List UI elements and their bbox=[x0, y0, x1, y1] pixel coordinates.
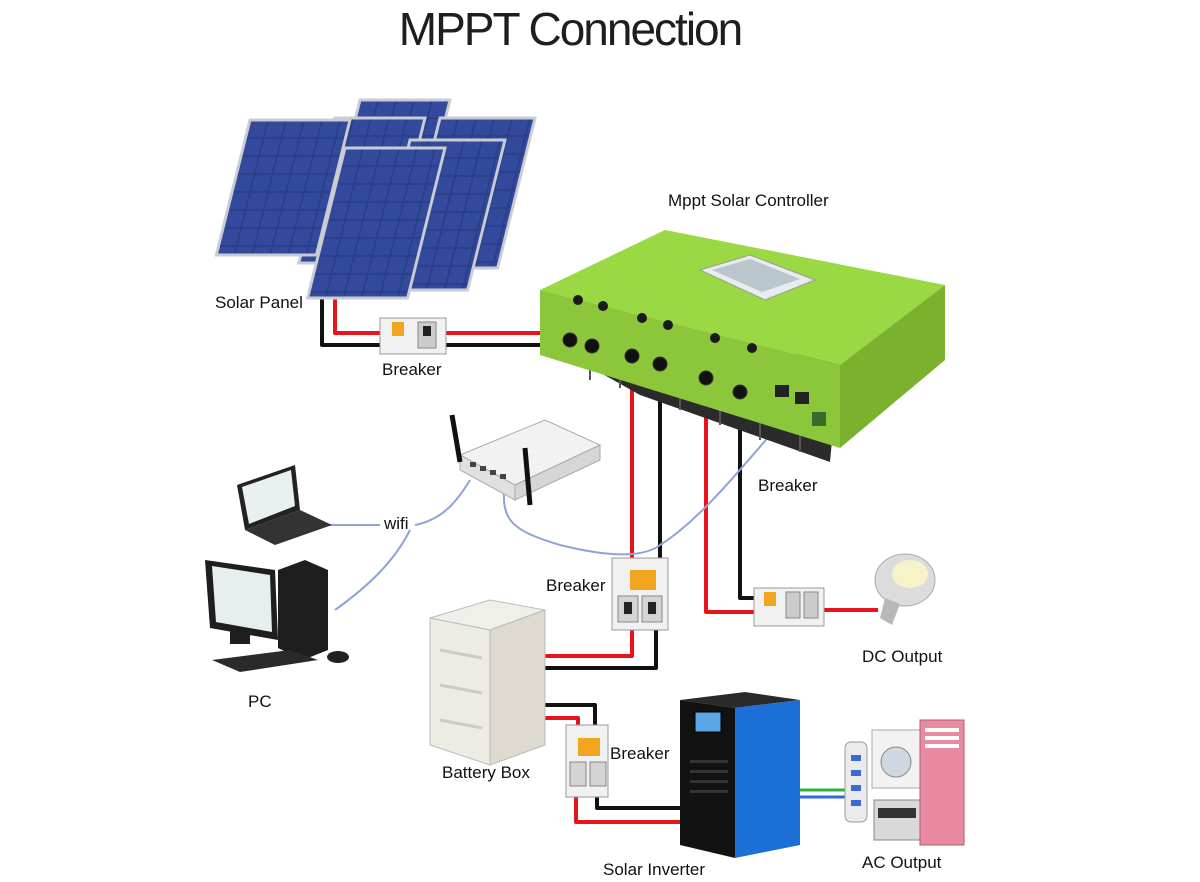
wifi-signal-line bbox=[330, 479, 471, 611]
breaker-panel-label: Breaker bbox=[382, 360, 442, 379]
breaker-load-device bbox=[753, 587, 825, 627]
ac-appliances bbox=[844, 719, 965, 846]
breaker-inverter-device bbox=[565, 724, 609, 798]
desktop-pc bbox=[205, 560, 349, 672]
controller-label: Mppt Solar Controller bbox=[668, 191, 829, 210]
solar-inverter-label: Solar Inverter bbox=[603, 860, 706, 879]
solar-inverter bbox=[680, 692, 800, 858]
breaker-to-inverter-negative bbox=[595, 795, 690, 810]
wires bbox=[320, 290, 878, 824]
terminal-row-top bbox=[573, 295, 757, 353]
panel-negative-wire bbox=[320, 290, 385, 347]
breaker-load-label: Breaker bbox=[758, 476, 818, 495]
wifi-router bbox=[449, 414, 602, 506]
router-to-controller-cable bbox=[502, 399, 801, 556]
batbox-positive-wire bbox=[545, 630, 634, 658]
breaker-panel-device bbox=[379, 317, 447, 355]
dc-bulb bbox=[874, 553, 936, 625]
panel-positive-wire bbox=[333, 290, 385, 335]
wifi-label: wifi bbox=[384, 514, 409, 533]
breaker-to-inverter-positive bbox=[574, 795, 690, 824]
batbox-negative-wire bbox=[545, 630, 658, 670]
breaker-battery-label: Breaker bbox=[546, 576, 606, 595]
dc-output-label: DC Output bbox=[862, 647, 943, 666]
load-positive-wire bbox=[704, 385, 756, 614]
ac-output-label: AC Output bbox=[862, 853, 942, 872]
inv-negative-wire bbox=[545, 703, 597, 728]
solar-panel-label: Solar Panel bbox=[215, 293, 303, 312]
terminal-row-bottom bbox=[562, 332, 748, 400]
load-negative-wire bbox=[738, 395, 756, 600]
breaker-inverter-label: Breaker bbox=[610, 744, 670, 763]
laptop bbox=[237, 465, 332, 545]
solar-panel-array bbox=[214, 98, 537, 300]
mppt-controller bbox=[540, 230, 945, 462]
page-title: MPPT Connection bbox=[398, 3, 743, 55]
breaker-battery-device bbox=[611, 557, 669, 631]
battery-box bbox=[429, 599, 547, 766]
pc-label: PC bbox=[248, 692, 272, 711]
battery-box-label: Battery Box bbox=[442, 763, 530, 782]
